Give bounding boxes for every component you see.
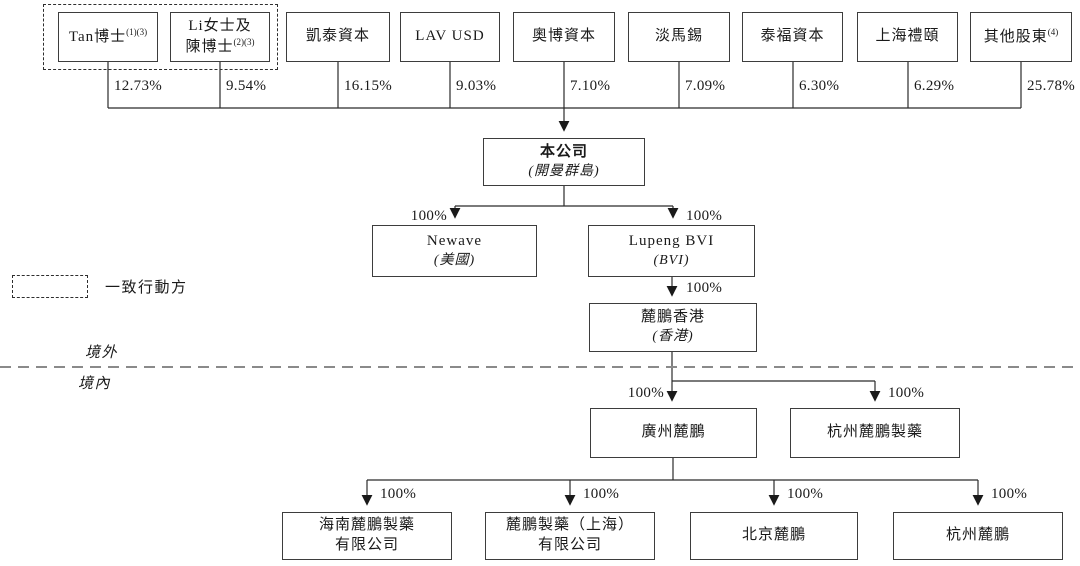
node-label: Li女士及 [188, 17, 252, 34]
node-shareholder-tan: Tan博士(1)(3) [58, 12, 158, 62]
node-location: (美國) [433, 252, 476, 268]
footnote-marker: (4) [1047, 26, 1059, 37]
node-label: 淡馬錫 [654, 28, 703, 45]
node-label: 其他股東(4) [983, 26, 1059, 45]
ownership-label: 100% [787, 486, 824, 502]
node-company: 本公司 (開曼群島) [483, 138, 645, 186]
node-shareholder-other: 其他股東(4) [970, 12, 1072, 62]
node-label: 奧博資本 [531, 28, 596, 45]
legend-label: 一致行動方 [105, 280, 188, 296]
footnote-marker: (1)(3) [126, 26, 148, 37]
ownership-label: 100% [686, 208, 723, 224]
node-lupeng-hk: 麓鵬香港 (香港) [589, 303, 757, 352]
footnote-marker: (2)(3) [233, 36, 255, 47]
node-label: 本公司 [539, 143, 588, 160]
node-hangzhou-pharma: 杭州麓鵬製藥 [790, 408, 960, 458]
ownership-label: 100% [991, 486, 1028, 502]
node-label: 凱泰資本 [305, 28, 370, 45]
ownership-label: 100% [627, 385, 664, 401]
ownership-label: 100% [380, 486, 417, 502]
ownership-label: 100% [410, 208, 447, 224]
ownership-label: 100% [686, 280, 723, 296]
node-hangzhou: 杭州麓鵬 [893, 512, 1063, 560]
node-label: 上海禮頤 [875, 28, 940, 45]
node-newave: Newave (美國) [372, 225, 537, 277]
ownership-label: 6.30% [799, 78, 840, 94]
node-label: Tan博士(1)(3) [68, 26, 148, 45]
ownership-label: 100% [888, 385, 925, 401]
concert-parties-group-outline [43, 4, 278, 70]
node-label: 陳博士(2)(3) [185, 36, 255, 55]
node-label: 有限公司 [334, 537, 399, 553]
ownership-label: 9.03% [456, 78, 497, 94]
legend-dashed-box [12, 275, 88, 298]
node-lupeng-bvi: Lupeng BVI (BVI) [588, 225, 755, 277]
node-label: Lupeng BVI [628, 232, 715, 249]
node-label: 麓鵬製藥（上海） [505, 517, 634, 534]
node-location: (開曼群島) [528, 163, 600, 179]
ownership-label: 25.78% [1027, 78, 1076, 94]
ownership-label: 12.73% [114, 78, 163, 94]
node-beijing: 北京麓鵬 [690, 512, 858, 560]
node-shareholder-temasek: 淡馬錫 [628, 12, 730, 62]
node-shareholder-lav-usd: LAV USD [400, 12, 500, 62]
node-label: 泰福資本 [760, 28, 825, 45]
node-label: 有限公司 [537, 537, 602, 553]
ownership-label: 7.10% [570, 78, 611, 94]
ownership-label: 6.29% [914, 78, 955, 94]
node-shanghai: 麓鵬製藥（上海） 有限公司 [485, 512, 655, 560]
node-shareholder-kaitai: 凱泰資本 [286, 12, 390, 62]
node-location: (BVI) [653, 252, 690, 268]
region-label-offshore: 境外 [85, 345, 119, 361]
node-label: 北京麓鵬 [741, 527, 806, 544]
node-hainan: 海南麓鵬製藥 有限公司 [282, 512, 452, 560]
ownership-label: 16.15% [344, 78, 393, 94]
node-label: 杭州麓鵬製藥 [826, 424, 923, 441]
node-label: 廣州麓鵬 [641, 424, 706, 441]
region-label-onshore: 境內 [78, 376, 112, 392]
node-label: 麓鵬香港 [640, 309, 705, 326]
node-location: (香港) [652, 329, 694, 345]
node-shareholder-taifu: 泰福資本 [742, 12, 843, 62]
node-shareholder-li-chen: Li女士及 陳博士(2)(3) [170, 12, 270, 62]
ownership-label: 7.09% [685, 78, 726, 94]
ownership-label: 9.54% [226, 78, 267, 94]
node-label: LAV USD [415, 28, 485, 45]
node-shareholder-shanghai-liyi: 上海禮頤 [857, 12, 958, 62]
node-label: 海南麓鵬製藥 [318, 517, 415, 534]
ownership-label: 100% [583, 486, 620, 502]
node-label: 杭州麓鵬 [945, 527, 1010, 544]
node-shareholder-orbimed: 奧博資本 [513, 12, 615, 62]
node-label: Newave [426, 232, 483, 249]
node-guangzhou: 廣州麓鵬 [590, 408, 757, 458]
